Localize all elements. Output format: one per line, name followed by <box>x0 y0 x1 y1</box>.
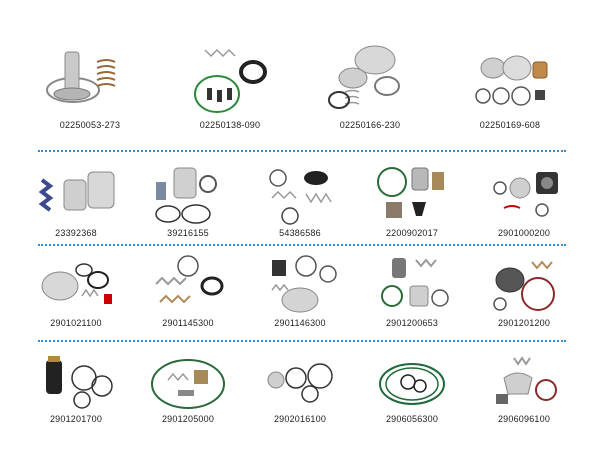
product-row-4: 2901201700 2901205000 2902016100 <box>20 350 580 424</box>
oring-set-icon <box>267 363 333 403</box>
product-card[interactable]: 2901146300 <box>244 250 356 328</box>
product-code: 02250053-273 <box>59 120 121 130</box>
large-oring-kit-icon <box>151 359 225 409</box>
product-code: 2901000200 <box>497 228 551 238</box>
product-card[interactable]: 2906056300 <box>356 350 468 424</box>
disc-valve-kit-icon <box>328 45 400 109</box>
product-row-3: 2901021100 2901145300 2901146300 <box>20 250 580 328</box>
piston-kit-icon <box>475 55 548 106</box>
product-code: 02250169-608 <box>479 120 541 130</box>
product-code: 2906096100 <box>497 414 551 424</box>
cylinder-oring-kit-icon <box>381 258 449 307</box>
spring-oring-kit-icon <box>155 255 224 304</box>
product-card[interactable]: 23392368 <box>20 158 132 238</box>
valve-kit-icon <box>46 51 116 103</box>
row-divider <box>38 244 566 246</box>
product-code: 2902016100 <box>273 414 327 424</box>
product-code: 2901021100 <box>50 318 102 328</box>
oring-kit-icon <box>377 167 444 218</box>
product-card[interactable]: 2901000200 <box>468 158 580 238</box>
product-code: 39216155 <box>167 228 209 238</box>
product-code: 2901146300 <box>274 318 326 328</box>
spring-seal-kit-icon <box>194 48 267 113</box>
product-code: 02250166-230 <box>339 120 401 130</box>
spring-kit-icon <box>269 169 332 225</box>
product-code: 2901145300 <box>162 318 214 328</box>
gasket-kit-icon <box>493 172 558 217</box>
product-card[interactable]: 02250138-090 <box>160 34 300 130</box>
product-card[interactable]: 2901145300 <box>132 250 244 328</box>
product-code: 2200902017 <box>385 228 439 238</box>
product-code: 54386586 <box>279 228 321 238</box>
product-code: 23392368 <box>55 228 97 238</box>
product-card[interactable]: 2906096100 <box>468 350 580 424</box>
product-card[interactable]: 2901205000 <box>132 350 244 424</box>
product-card[interactable]: 02250053-273 <box>20 34 160 130</box>
product-row-2: 23392368 39216155 54386586 <box>20 158 580 238</box>
product-card[interactable]: 2200902017 <box>356 158 468 238</box>
disc-kit-icon <box>41 263 112 304</box>
product-code: 02250138-090 <box>199 120 261 130</box>
product-code: 2901201700 <box>49 414 103 424</box>
cylinder-spring-kit-icon <box>38 171 115 212</box>
row-divider <box>38 150 566 152</box>
product-card[interactable]: 2901201700 <box>20 350 132 424</box>
product-card[interactable]: 2901201200 <box>468 250 580 328</box>
product-row-1: 02250053-273 02250138-090 02250166-230 <box>20 34 580 130</box>
valve-parts-kit-icon <box>155 167 217 224</box>
product-code: 2901201200 <box>497 318 551 328</box>
product-code: 2906056300 <box>385 414 439 424</box>
product-code: 2901200653 <box>385 318 439 328</box>
bracket-kit-icon <box>496 356 557 404</box>
product-card[interactable]: 54386586 <box>244 158 356 238</box>
product-card[interactable]: 2901200653 <box>356 250 468 328</box>
product-card[interactable]: 2901021100 <box>20 250 132 328</box>
valve-disc-kit-icon <box>271 255 337 313</box>
product-card[interactable]: 02250166-230 <box>300 34 440 130</box>
product-card[interactable]: 2902016100 <box>244 350 356 424</box>
row-divider <box>38 340 566 342</box>
green-oring-kit-icon <box>379 363 445 405</box>
filter-oring-kit-icon <box>46 356 113 409</box>
product-card[interactable]: 39216155 <box>132 158 244 238</box>
diaphragm-kit-icon <box>493 260 555 311</box>
product-card[interactable]: 02250169-608 <box>440 34 580 130</box>
product-code: 2901205000 <box>161 414 215 424</box>
